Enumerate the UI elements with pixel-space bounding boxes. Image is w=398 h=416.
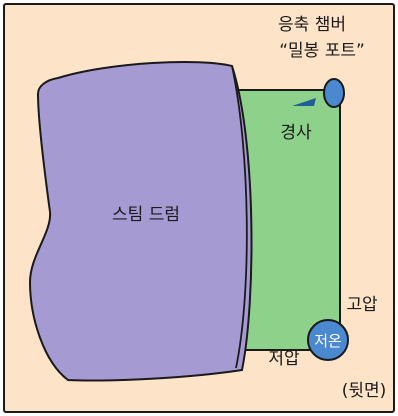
tilt-label: 경사 [280,123,312,143]
drum-label: 스팀 드럼 [112,205,180,225]
low-temp-circle [307,319,349,361]
low-pressure-label: 저압 [268,349,300,369]
high-pressure-label: 고압 [346,295,378,315]
chamber-title-label: 응축 챔버 [278,15,346,35]
back-side-label: (뒷면) [342,381,387,401]
low-temp-label: 저온 [314,332,342,350]
chamber-subtitle-label: “밀봉 포트” [279,41,365,61]
condensation-chamber [323,78,345,108]
tilt-indicator-icon [292,98,316,106]
drum-rim-line [231,65,248,369]
